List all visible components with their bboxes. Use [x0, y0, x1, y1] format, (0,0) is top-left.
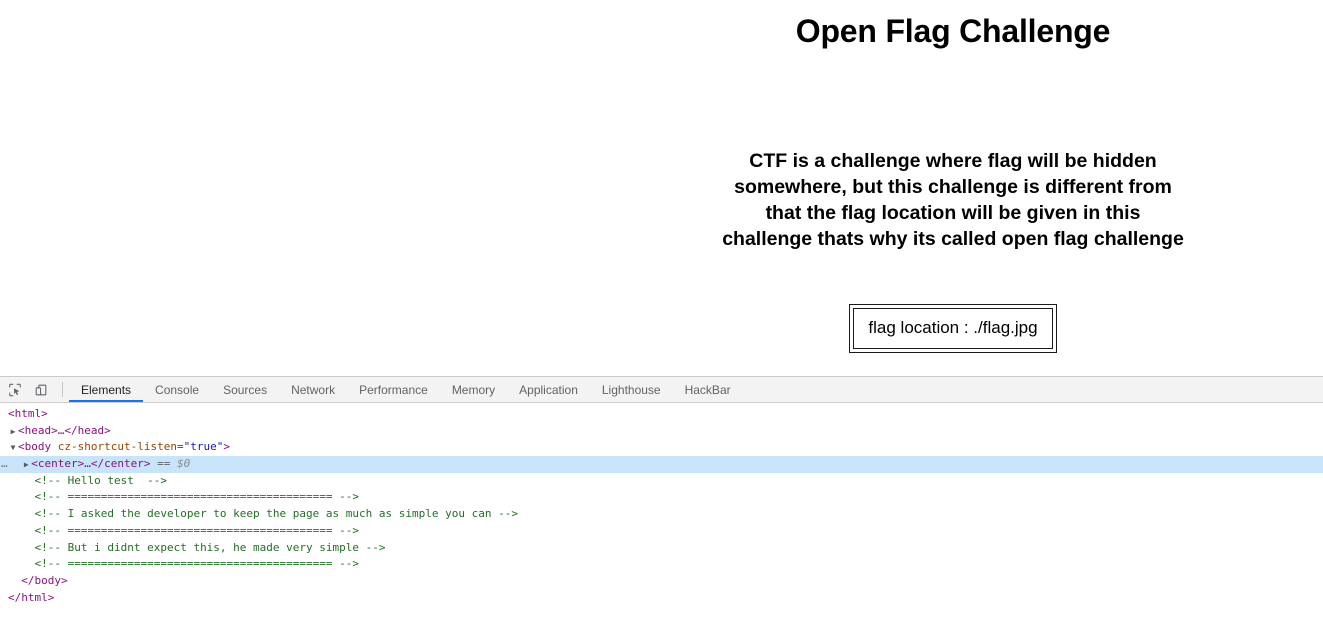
tab-elements[interactable]: Elements [69, 377, 144, 402]
body-attribute-value: "true" [183, 440, 224, 454]
comment-text: <!-- ===================================… [34, 557, 360, 571]
dom-node-body-open[interactable]: ▼<body cz-shortcut-listen="true"> [0, 439, 1323, 456]
tab-label: Sources [223, 382, 268, 397]
inspect-element-icon[interactable] [2, 377, 28, 402]
body-tag-open: <body [18, 440, 58, 454]
tab-performance[interactable]: Performance [347, 377, 440, 402]
dom-node-comment[interactable]: <!-- ===================================… [0, 523, 1323, 540]
head-tag: <head>…</head> [18, 423, 111, 437]
dom-node-comment[interactable]: <!-- I asked the developer to keep the p… [0, 506, 1323, 523]
dom-node-html-close[interactable]: </html> [0, 590, 1323, 607]
dom-node-comment[interactable]: <!-- Hello test --> [0, 473, 1323, 490]
tab-memory[interactable]: Memory [440, 377, 507, 402]
page-title: Open Flag Challenge [795, 13, 1111, 49]
devtools-panel: Elements Console Sources Network Perform… [0, 376, 1323, 623]
tab-label: Memory [451, 382, 496, 397]
body-attribute-equals: = [176, 440, 184, 454]
tab-sources[interactable]: Sources [211, 377, 279, 402]
dom-node-center-selected[interactable]: … ▶<center>…</center> == $0 [0, 456, 1323, 473]
selected-node-marker: == [157, 457, 171, 471]
html-open-tag: <html> [8, 407, 48, 420]
dom-node-comment[interactable]: <!-- ===================================… [0, 556, 1323, 573]
comment-text: <!-- I asked the developer to keep the p… [34, 507, 518, 521]
dom-node-comment[interactable]: <!-- But i didnt expect this, he made ve… [0, 540, 1323, 557]
comment-text: <!-- ===================================… [34, 490, 360, 504]
challenge-description: CTF is a challenge where flag will be hi… [722, 150, 1184, 250]
tab-label: Application [519, 382, 578, 397]
dom-node-comment[interactable]: <!-- ===================================… [0, 489, 1323, 506]
dom-tree: <html> ▶<head>…</head> ▼<body cz-shortcu… [0, 403, 1323, 606]
tab-label: Elements [81, 382, 132, 397]
html-close-tag: </html> [8, 590, 55, 604]
tab-label: Lighthouse [601, 382, 661, 397]
tab-label: Network [291, 382, 336, 397]
tab-network[interactable]: Network [279, 377, 347, 402]
dom-node-body-close[interactable]: </body> [0, 573, 1323, 590]
dom-node-html-open[interactable]: <html> [0, 406, 1323, 423]
page-center-container: Open Flag Challenge CTF is a challenge w… [722, 13, 1184, 353]
body-tag-close-bracket: > [223, 440, 230, 454]
tab-hackbar[interactable]: HackBar [673, 377, 743, 402]
disclosure-triangle-icon[interactable]: ▶ [23, 460, 29, 470]
tab-console[interactable]: Console [143, 377, 211, 402]
disclosure-triangle-icon[interactable]: ▼ [10, 443, 16, 453]
comment-text: <!-- But i didnt expect this, he made ve… [34, 540, 386, 554]
rendered-page: Open Flag Challenge CTF is a challenge w… [722, 13, 1184, 353]
devtools-tabbar: Elements Console Sources Network Perform… [0, 377, 1323, 403]
flag-location-text: flag location : ./flag.jpg [853, 308, 1053, 349]
tab-application[interactable]: Application [507, 377, 590, 402]
flag-location-wrapper: flag location : ./flag.jpg [849, 304, 1057, 353]
disclosure-triangle-icon[interactable]: ▶ [10, 426, 16, 436]
comment-text: <!-- Hello test --> [34, 473, 167, 487]
toolbar-divider [62, 382, 63, 397]
flag-location-box: flag location : ./flag.jpg [849, 304, 1057, 353]
comment-text: <!-- ===================================… [34, 523, 360, 537]
selected-node-ref: $0 [176, 457, 191, 471]
tab-label: Performance [359, 382, 428, 397]
dom-node-head[interactable]: ▶<head>…</head> [0, 423, 1323, 440]
center-tag: <center>…</center> [31, 457, 151, 471]
tab-label: HackBar [684, 382, 731, 397]
body-attribute-name: cz-shortcut-listen [57, 440, 177, 454]
device-toolbar-icon[interactable] [28, 377, 54, 402]
body-close-tag: </body> [21, 573, 68, 587]
gutter-ellipsis-icon: … [1, 457, 8, 471]
tab-lighthouse[interactable]: Lighthouse [590, 377, 673, 402]
tab-label: Console [155, 382, 200, 397]
